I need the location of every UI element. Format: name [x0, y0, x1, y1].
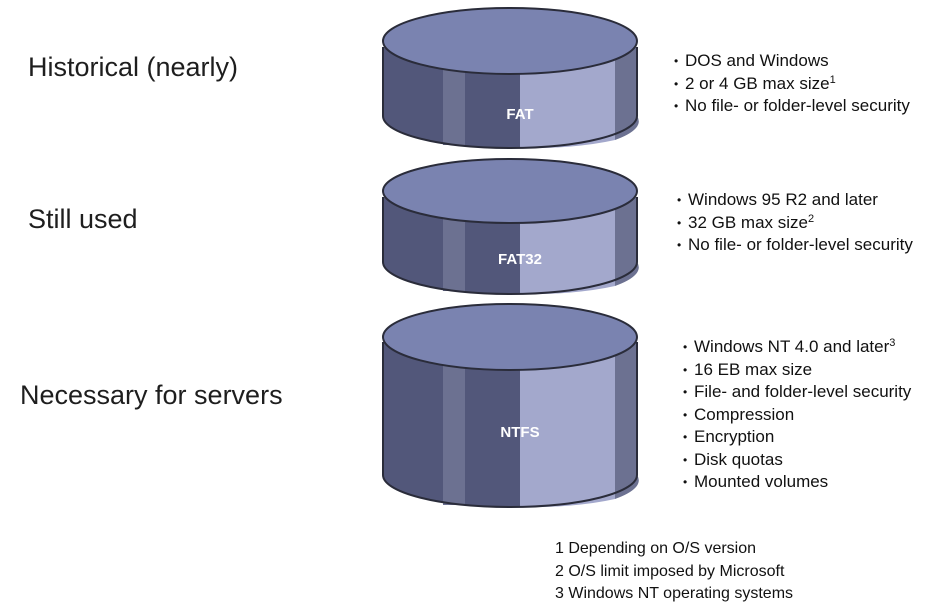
ntfs-feature-item: Encryption [683, 426, 911, 449]
footnote-1: 1 Depending on O/S version [555, 540, 757, 557]
disk-fat32: FAT32 [382, 158, 639, 295]
ntfs-feature-item: Windows NT 4.0 and later3 [683, 336, 911, 359]
ntfs-feature-item: Disk quotas [683, 449, 911, 472]
footnote-3: 3 Windows NT operating systems [555, 585, 794, 602]
disk-ntfs-outline [382, 342, 638, 508]
disk-fat-edge [615, 47, 639, 140]
fat32-feature-item: Windows 95 R2 and later [677, 189, 913, 212]
ntfs-feature-item: 16 EB max size [683, 359, 911, 382]
disk-ntfs: NTFS [382, 303, 639, 508]
disk-fat: FAT [382, 7, 639, 149]
disk-ntfs-side-right [520, 342, 615, 508]
era-label-ntfs: Necessary for servers [20, 380, 283, 410]
disk-fat32-top [382, 158, 638, 224]
ntfs-feature-item: File- and folder-level security [683, 381, 911, 404]
ntfs-feature-item: Mounted volumes [683, 471, 911, 494]
fat-feature-item: DOS and Windows [674, 50, 910, 73]
ntfs-features: Windows NT 4.0 and later3 16 EB max size… [683, 336, 911, 494]
disk-fat32-label: FAT32 [498, 251, 542, 268]
fat32-feature-item: No file- or folder-level security [677, 234, 913, 257]
era-label-fat: Historical (nearly) [28, 52, 239, 82]
footnote-2: 2 O/S limit imposed by Microsoft [555, 562, 785, 580]
fat-feature-item: 2 or 4 GB max size1 [674, 73, 910, 96]
fat32-feature-item: 32 GB max size2 [677, 212, 913, 235]
fat-features: DOS and Windows 2 or 4 GB max size1 No f… [674, 50, 910, 118]
footnotes: 1 Depending on O/S version 2 O/S limit i… [555, 538, 793, 606]
disk-ntfs-label: NTFS [500, 424, 539, 441]
disk-fat-top [382, 7, 638, 75]
disk-ntfs-top [382, 303, 638, 371]
disk-fat32-edge [615, 197, 639, 286]
era-label-fat32: Still used [28, 204, 138, 234]
disk-fat-label: FAT [506, 106, 533, 123]
disk-fat32-outline [382, 197, 638, 295]
disk-fat-outline [382, 47, 638, 149]
ntfs-feature-item: Compression [683, 404, 911, 427]
disk-ntfs-edge [615, 342, 639, 499]
fat32-features: Windows 95 R2 and later 32 GB max size2 … [677, 189, 913, 257]
fat-feature-item: No file- or folder-level security [674, 95, 910, 118]
disk-ntfs-stripe [443, 342, 465, 505]
